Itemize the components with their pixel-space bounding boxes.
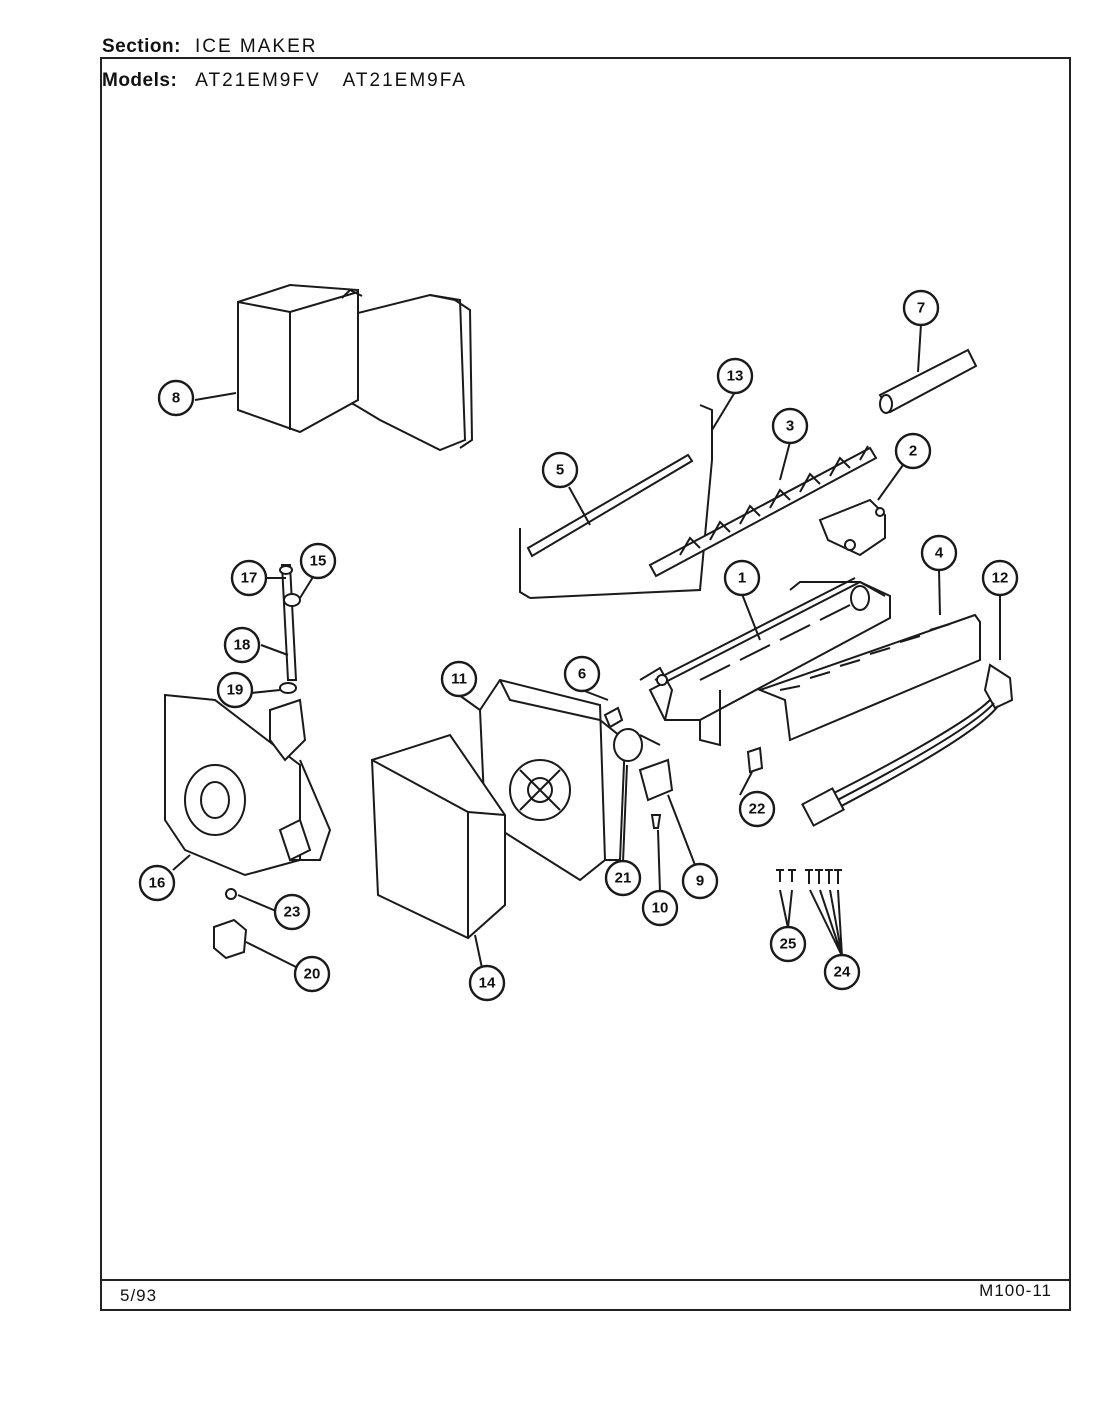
- svg-text:16: 16: [149, 875, 166, 892]
- svg-text:21: 21: [615, 870, 632, 887]
- callout-25[interactable]: 25: [769, 925, 807, 963]
- svg-text:18: 18: [234, 637, 251, 654]
- callout-21[interactable]: 21: [604, 859, 642, 897]
- callout-17[interactable]: 17: [230, 559, 268, 597]
- footer-code: M100-11: [979, 1281, 1052, 1300]
- svg-text:23: 23: [284, 904, 301, 921]
- callout-8[interactable]: 8: [157, 379, 195, 417]
- callout-19[interactable]: 19: [216, 671, 254, 709]
- callout-24[interactable]: 24: [823, 953, 861, 991]
- part-23-ring: [225, 888, 237, 900]
- callout-15[interactable]: 15: [299, 542, 337, 580]
- svg-text:22: 22: [749, 801, 766, 818]
- svg-text:14: 14: [479, 975, 496, 992]
- callout-1[interactable]: 1: [723, 559, 761, 597]
- svg-text:17: 17: [241, 570, 258, 587]
- callout-2[interactable]: 2: [894, 432, 932, 470]
- svg-text:5: 5: [556, 462, 564, 479]
- diagram-frame: [100, 57, 1071, 1311]
- part-4-trough: [757, 613, 981, 742]
- svg-text:7: 7: [917, 300, 925, 317]
- part-24-screws: [805, 869, 842, 884]
- part-2-bearing: [818, 498, 886, 557]
- svg-text:20: 20: [304, 966, 321, 983]
- part-18-fill-tube: [279, 564, 301, 694]
- part-3-ejector: [648, 445, 878, 578]
- footer-date: 5/93: [120, 1286, 158, 1305]
- part-8-housing: [237, 283, 474, 452]
- svg-text:3: 3: [786, 418, 794, 435]
- callout-16[interactable]: 16: [138, 864, 176, 902]
- callout-10[interactable]: 10: [641, 889, 679, 927]
- svg-text:24: 24: [834, 964, 851, 981]
- section-value: ICE MAKER: [194, 36, 318, 57]
- part-22-clip: [746, 746, 764, 774]
- svg-text:11: 11: [451, 671, 467, 688]
- callout-22[interactable]: 22: [738, 790, 776, 828]
- part-14-cover: [370, 733, 506, 940]
- callout-20[interactable]: 20: [293, 955, 331, 993]
- leader-lines: [172, 323, 1001, 969]
- footer-divider: [100, 1279, 1071, 1281]
- svg-text:1: 1: [738, 570, 746, 587]
- svg-text:2: 2: [909, 443, 917, 460]
- svg-text:4: 4: [935, 545, 944, 562]
- svg-text:15: 15: [310, 553, 327, 570]
- svg-text:12: 12: [992, 570, 1009, 587]
- svg-text:6: 6: [578, 666, 586, 683]
- part-12-harness: [801, 663, 1014, 827]
- callout-7[interactable]: 7: [902, 289, 940, 327]
- callout-13[interactable]: 13: [716, 357, 754, 395]
- callout-23[interactable]: 23: [273, 893, 311, 931]
- callout-3[interactable]: 3: [771, 407, 809, 445]
- models-header: Models: AT21EM9FV AT21EM9FA: [102, 70, 489, 92]
- callout-4[interactable]: 4: [920, 534, 958, 572]
- model-number: AT21EM9FV: [195, 70, 321, 91]
- svg-text:10: 10: [652, 900, 669, 917]
- models-label: Models:: [102, 70, 178, 91]
- svg-text:25: 25: [780, 936, 797, 953]
- part-25-screws: [776, 869, 796, 882]
- callout-9[interactable]: 9: [681, 862, 719, 900]
- callout-14[interactable]: 14: [468, 964, 506, 1002]
- part-10-screw: [650, 814, 662, 829]
- svg-text:9: 9: [696, 873, 704, 890]
- section-header: Section: ICE MAKER: [102, 36, 317, 58]
- callout-11[interactable]: 11: [440, 660, 478, 698]
- callout-12[interactable]: 12: [981, 559, 1019, 597]
- part-9-clip: [638, 758, 674, 802]
- part-6-screw: [603, 706, 624, 729]
- callout-6[interactable]: 6: [563, 655, 601, 693]
- section-label: Section:: [102, 36, 181, 57]
- part-20-nut: [213, 918, 248, 960]
- part-7-tube: [878, 348, 978, 414]
- model-number: AT21EM9FA: [342, 70, 467, 91]
- part-5-arm: [519, 453, 694, 599]
- part-16-valve: [164, 693, 332, 877]
- svg-text:8: 8: [172, 390, 180, 407]
- part-21-thermostat: [613, 728, 661, 762]
- part-13-wire: [529, 404, 713, 599]
- svg-text:13: 13: [727, 368, 744, 385]
- callout-5[interactable]: 5: [541, 451, 579, 489]
- callout-18[interactable]: 18: [223, 626, 261, 664]
- svg-text:19: 19: [227, 682, 244, 699]
